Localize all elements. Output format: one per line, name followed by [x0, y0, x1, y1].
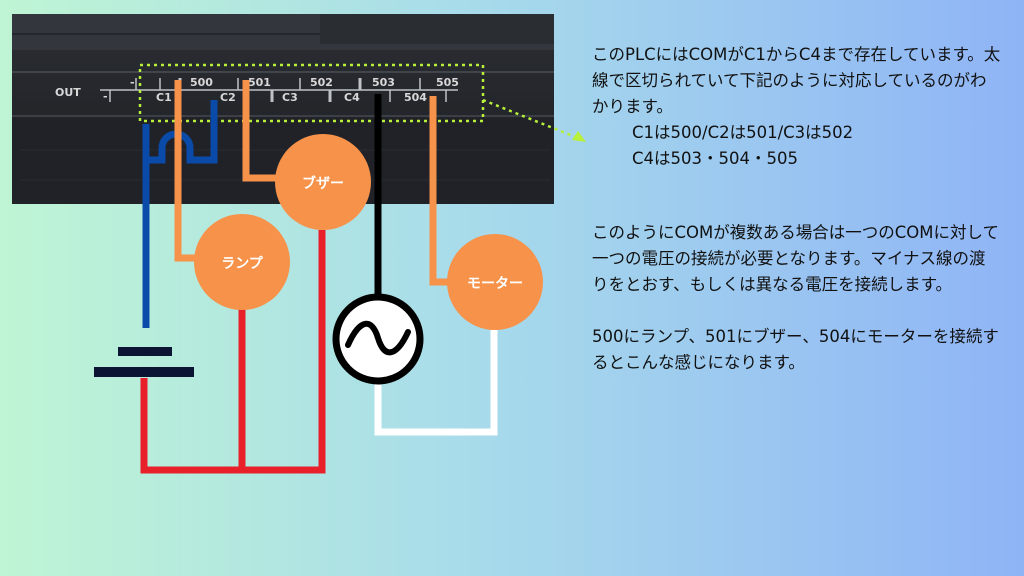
motor-label: モーター	[467, 276, 523, 292]
buzzer-device: ブザー	[275, 134, 371, 230]
terminal-label-c4: C4	[344, 91, 360, 104]
terminal-highlight	[138, 63, 586, 142]
white-wire	[374, 330, 498, 436]
plc-out-label: OUT	[55, 86, 81, 99]
ac-source-icon	[332, 293, 424, 385]
terminal-label-c1: C1	[156, 91, 172, 104]
wires	[140, 80, 498, 474]
terminal-label-503: 503	[372, 76, 395, 89]
terminal-label-505: 505	[436, 76, 459, 89]
explanation-paragraph-3: 500にランプ、501にブザー、504にモーターを接続するとこんな感じになります…	[592, 327, 999, 372]
motor-wire	[429, 96, 448, 286]
terminal-label-500: 500	[190, 76, 213, 89]
motor-device: モーター	[447, 234, 543, 330]
terminal-label-501: 501	[248, 76, 271, 89]
red-wire	[140, 230, 326, 474]
explanation-paragraph-2: このようにCOMが複数ある場合は一つのCOMに対して一つの電圧の接続が必要となり…	[592, 223, 999, 294]
explanation-paragraph-1: このPLCにはCOMがC1からC4まで存在しています。太線で区切られていて下記の…	[592, 45, 1001, 116]
mapping-line-1: C1は500/C2は501/C3は502	[632, 123, 854, 142]
buzzer-wire	[242, 80, 278, 182]
terminal-label-502: 502	[310, 76, 333, 89]
buzzer-label: ブザー	[302, 175, 344, 192]
terminal-label-c2: C2	[220, 91, 236, 104]
lamp-wire	[174, 80, 198, 262]
plc-minus-label: -	[103, 90, 108, 103]
mapping-line-2: C4は503・504・505	[632, 149, 798, 168]
terminal-label-504: 504	[404, 91, 427, 104]
terminal-label-c3: C3	[282, 91, 298, 104]
lamp-label: ランプ	[221, 256, 264, 272]
battery-symbol	[94, 347, 194, 377]
plc-minus-label: -	[130, 76, 135, 89]
lamp-device: ランプ	[194, 214, 290, 310]
explanation-panel: このPLCにはCOMがC1からC4まで存在しています。太線で区切られていて下記の…	[592, 42, 1002, 376]
